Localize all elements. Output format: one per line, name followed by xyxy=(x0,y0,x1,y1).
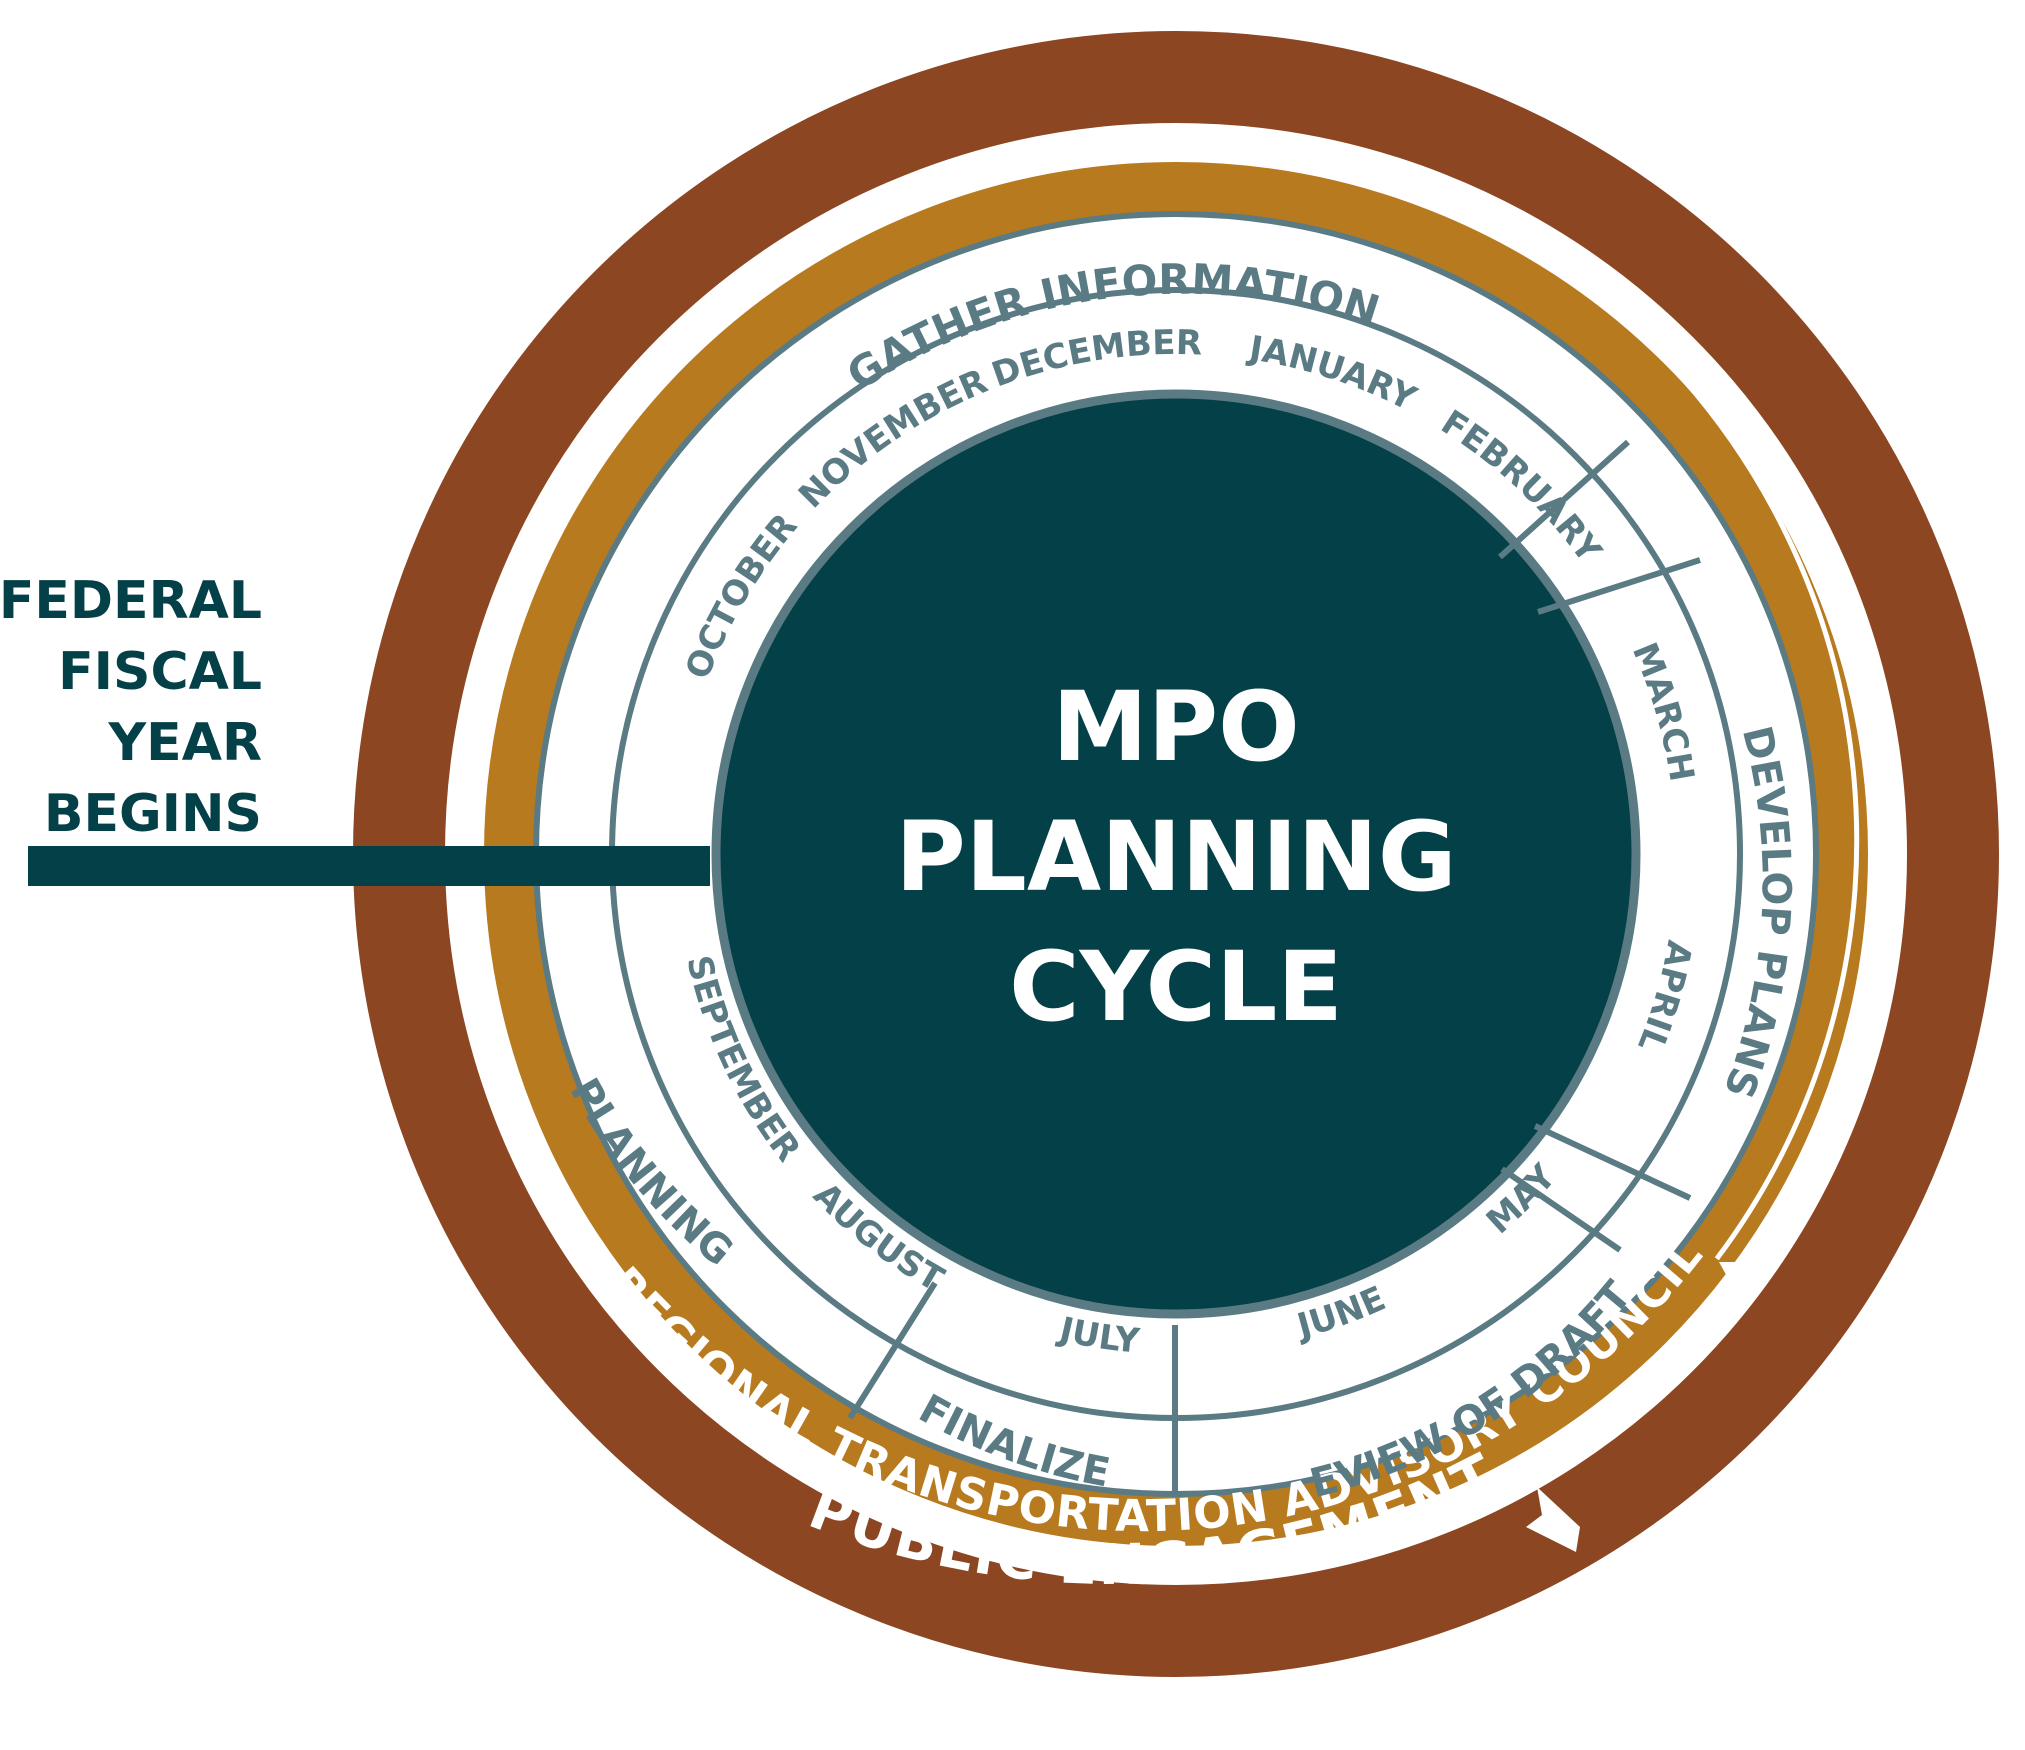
title-line-2: PLANNING xyxy=(895,801,1456,913)
segment-dividers xyxy=(847,439,1701,1494)
public-engagement-arrowhead xyxy=(1526,1487,1580,1552)
fiscal-line-2: FISCAL xyxy=(58,642,262,702)
center-circle xyxy=(711,389,1641,1319)
fiscal-line-3: YEAR xyxy=(108,713,262,773)
fiscal-year-marker xyxy=(28,846,710,886)
fiscal-year-label: FEDERAL FISCAL YEAR BEGINS xyxy=(0,571,262,844)
rtac-arrow-arc xyxy=(458,139,1860,1261)
fiscal-line-1: FEDERAL xyxy=(0,571,262,631)
title-line-3: CYCLE xyxy=(1009,931,1343,1043)
fiscal-line-4: BEGINS xyxy=(44,784,262,844)
center-title: MPO PLANNING CYCLE xyxy=(895,671,1456,1043)
title-line-1: MPO xyxy=(1052,671,1300,783)
